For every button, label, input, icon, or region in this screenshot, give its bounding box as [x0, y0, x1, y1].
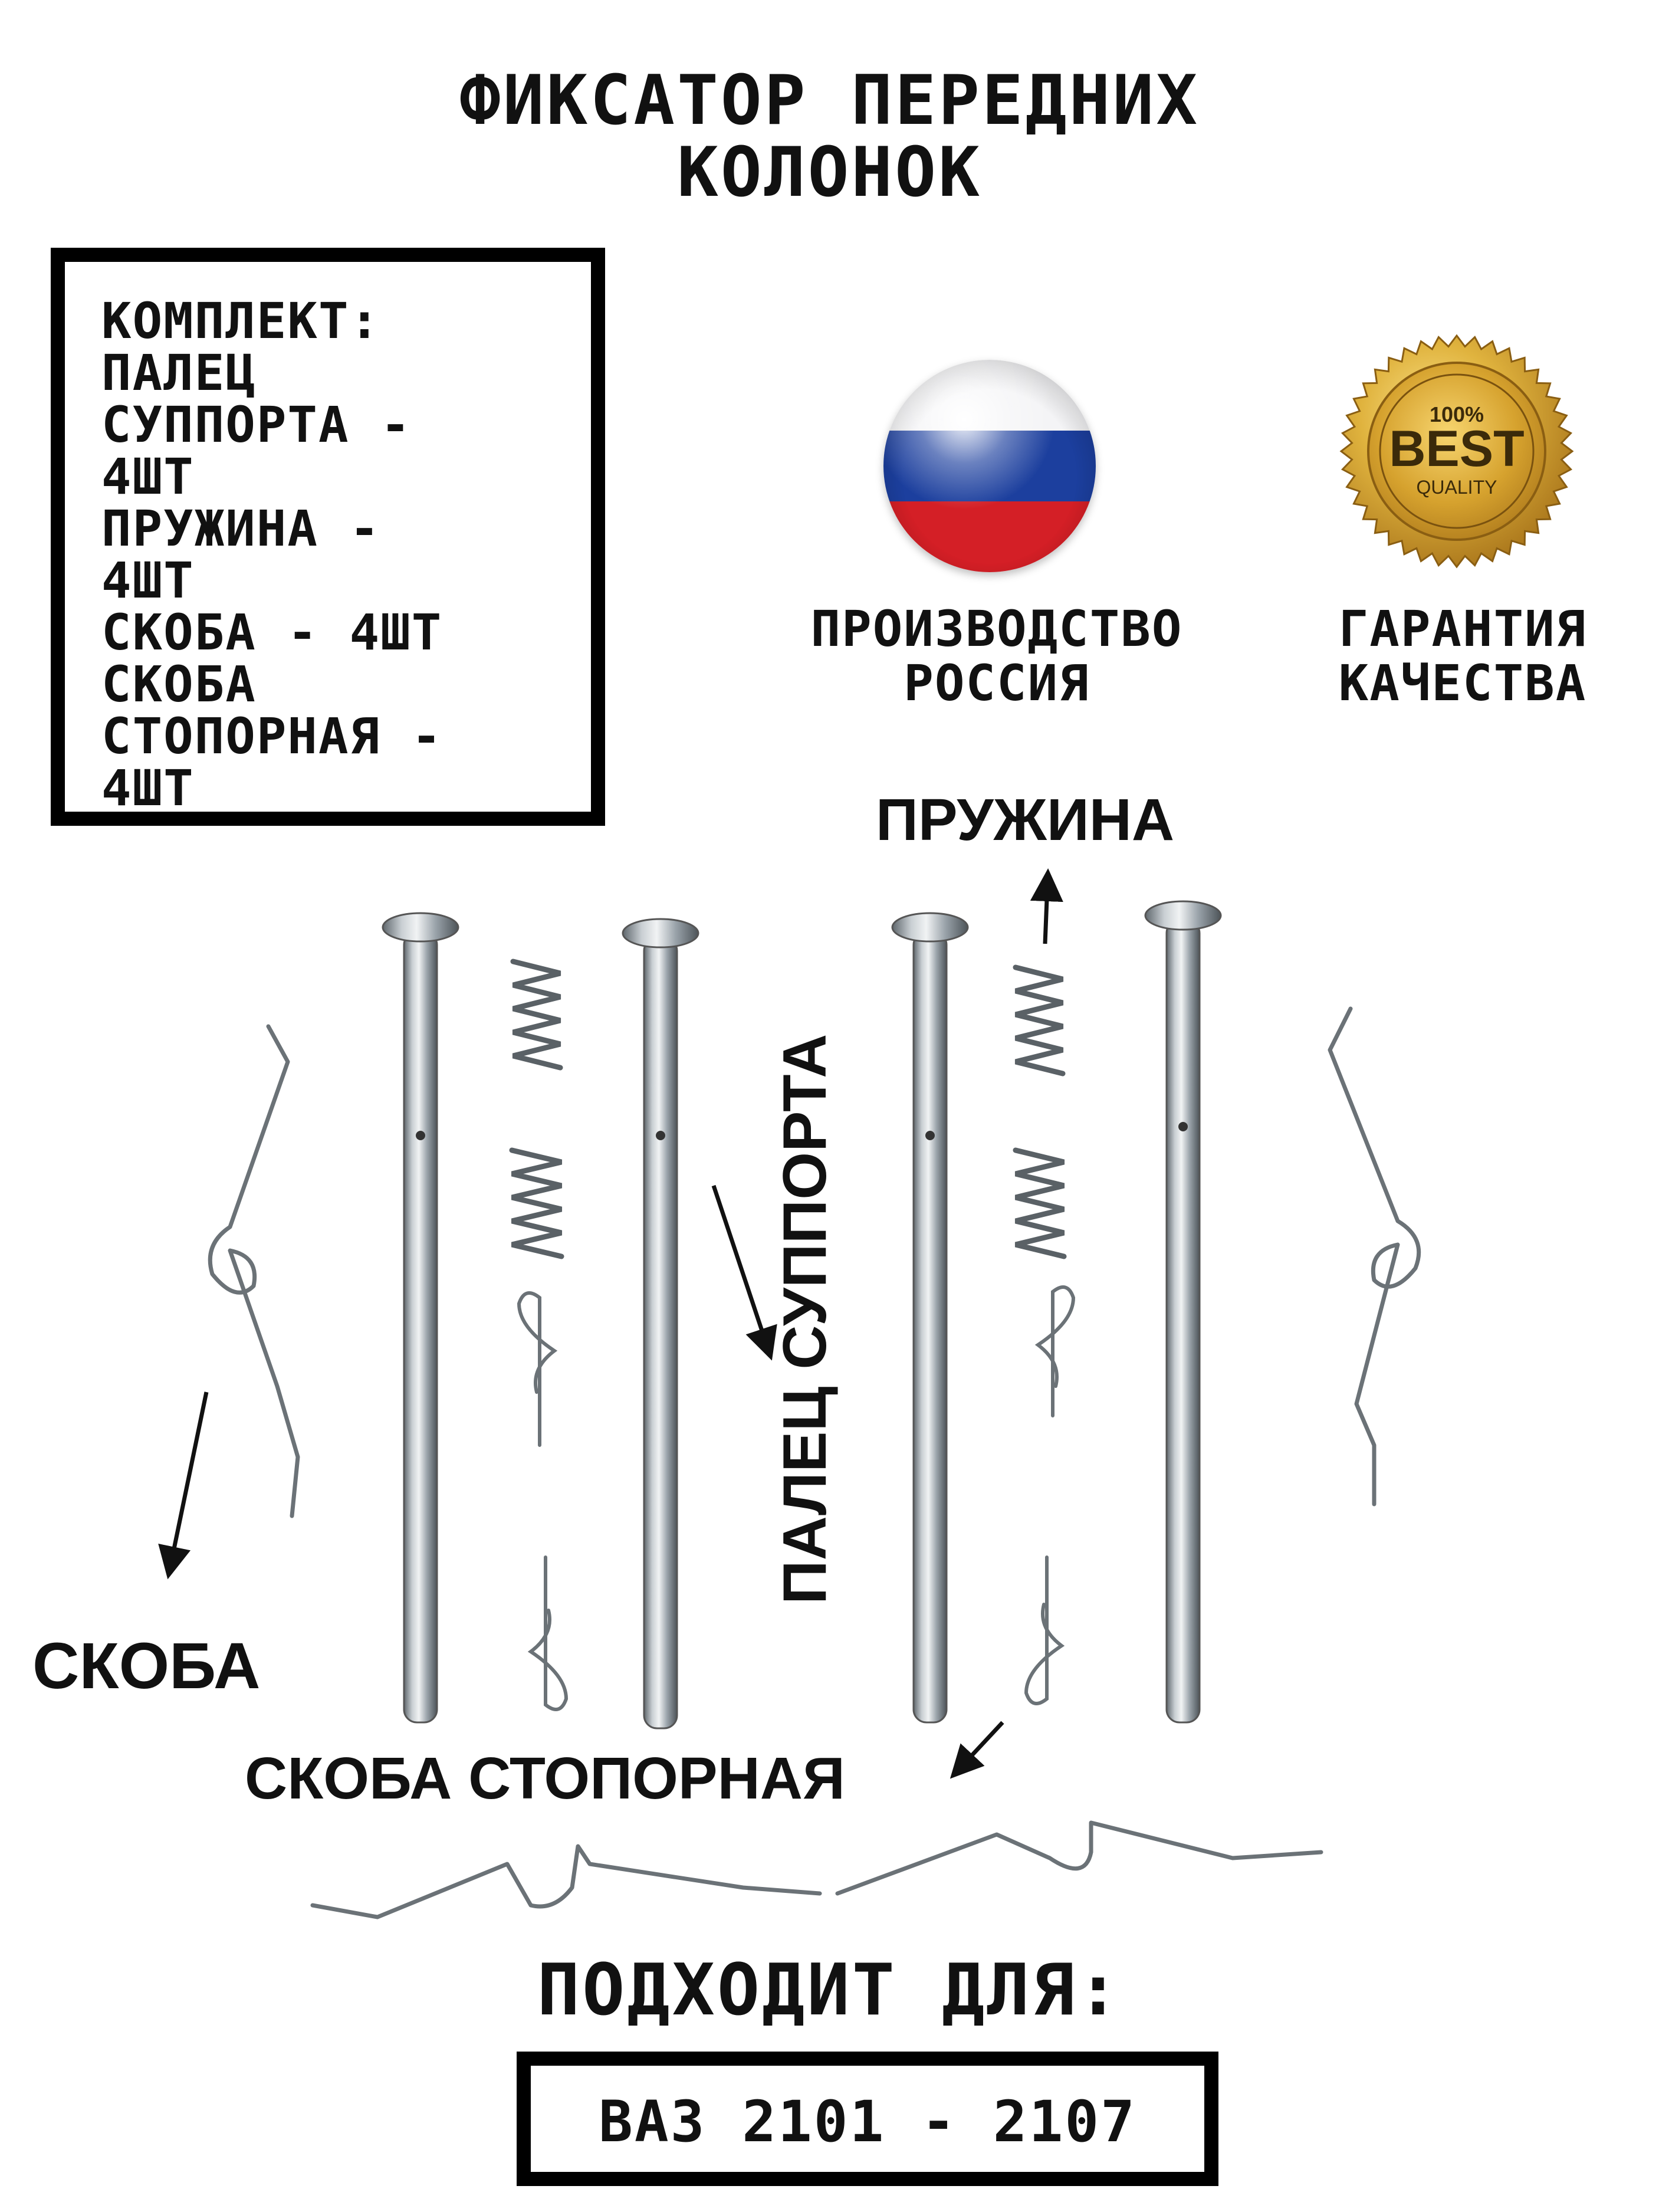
fits-heading: ПОДХОДИТ ДЛЯ: [537, 1950, 1122, 2032]
springs-group [509, 959, 1067, 1259]
kit-line: КОМПЛЕКТ: [101, 292, 381, 350]
lock-clip [1024, 1555, 1065, 1705]
kit-line: 4ШТ [101, 448, 195, 506]
seal-ring [1379, 373, 1535, 529]
bottom-clip [835, 1820, 1323, 1896]
lock-clip-arrow-icon [950, 1721, 1004, 1779]
side-clip [1328, 1006, 1421, 1507]
lock-clip [1034, 1285, 1076, 1417]
clip-arrow-icon [158, 1391, 209, 1580]
kit-contents-box: КОМПЛЕКТ: ПАЛЕЦ СУППОРТА - 4ШТ ПРУЖИНА -… [51, 248, 605, 826]
arrows-group [158, 868, 1063, 1779]
title-line-1: ФИКСАТОР ПЕРЕДНИХ [459, 61, 1200, 140]
kit-line: 4ШТ [101, 759, 195, 817]
spring-label: ПРУЖИНА [876, 787, 1175, 853]
kit-line: СТОПОРНАЯ - [101, 707, 443, 765]
side-clips-group [208, 1006, 1421, 1919]
kit-line: ПАЛЕЦ [101, 344, 257, 402]
lock-clip [517, 1291, 558, 1447]
kit-line: СКОБА - 4ШТ [101, 603, 443, 661]
origin-caption-line-2: РОССИЯ [904, 654, 1090, 712]
kit-line: СУППОРТА - [101, 396, 412, 454]
bottom-clip [310, 1844, 822, 1919]
seal-top-text: 100% [1430, 402, 1484, 426]
page-title: ФИКСАТОР ПЕРЕДНИХ КОЛОНОК [0, 65, 1659, 209]
caliper-pin [891, 912, 969, 1724]
clip-label: СКОБА [32, 1630, 261, 1702]
seal-inner [1367, 362, 1546, 541]
kit-line: ПРУЖИНА - [101, 500, 381, 557]
quality-caption-line-1: ГАРАНТИЯ [1338, 600, 1587, 658]
side-clip [208, 1024, 300, 1518]
caliper-pin [1144, 900, 1222, 1724]
title-line-2: КОЛОНОК [677, 133, 982, 212]
pin-arrow-icon [711, 1184, 777, 1361]
spring [1013, 1147, 1067, 1259]
quality-caption-line-2: КАЧЕСТВА [1338, 654, 1587, 712]
seal-main-text: BEST [1389, 421, 1524, 477]
lock-clips-group [517, 1285, 1076, 1711]
origin-caption: ПРОИЗВОДСТВО РОССИЯ [737, 602, 1256, 710]
kit-line: СКОБА [101, 655, 257, 713]
model-box: ВАЗ 2101 - 2107 [517, 2052, 1218, 2186]
kit-line: 4ШТ [101, 552, 195, 609]
quality-caption: ГАРАНТИЯ КАЧЕСТВА [1280, 602, 1645, 710]
spring [510, 959, 563, 1071]
flag-gloss [883, 360, 1096, 572]
origin-caption-line-1: ПРОИЗВОДСТВО [810, 600, 1183, 658]
caliper-pin [622, 918, 699, 1729]
spring-arrow-icon [1030, 868, 1063, 944]
spring [509, 1147, 564, 1259]
spring [1013, 964, 1066, 1077]
caliper-pin [382, 912, 459, 1724]
lock-clip [527, 1555, 569, 1711]
lock-clip-label: СКОБА СТОПОРНАЯ [245, 1745, 845, 1811]
pin-label: ПАЛЕЦ СУППОРТА [771, 1033, 839, 1604]
russian-flag-icon [883, 360, 1096, 572]
model-text: ВАЗ 2101 - 2107 [599, 2089, 1136, 2155]
seal-bottom-text: QUALITY [1417, 477, 1497, 498]
best-quality-seal-icon: 100% BEST QUALITY [1339, 334, 1574, 569]
